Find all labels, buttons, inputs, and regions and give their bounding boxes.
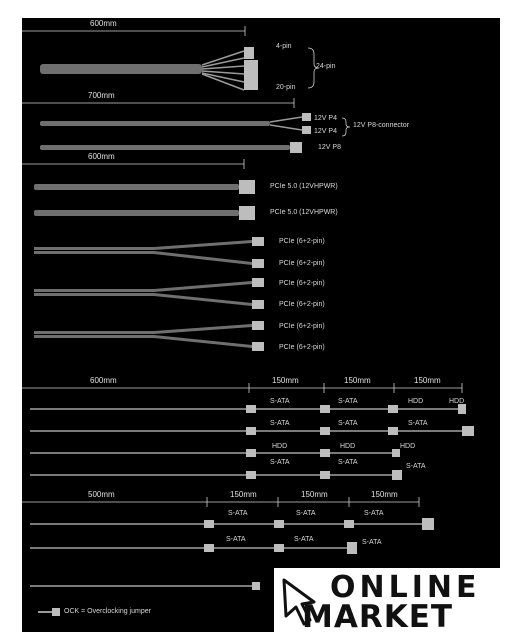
label-hdd: HDD: [400, 443, 416, 450]
label-pcie-3: PCIe (6+2-pin): [279, 280, 325, 287]
dim-500: 500mm: [88, 490, 115, 499]
label-20pin: 20-pin: [276, 84, 296, 91]
dim-150-e: 150mm: [301, 490, 328, 499]
cable-cpu-p4: [40, 113, 311, 134]
cable-pcie5: [34, 180, 255, 220]
label-4pin: 4-pin: [276, 43, 292, 50]
dim-150-a: 150mm: [272, 376, 299, 385]
dim-700-cpu: 700mm: [88, 91, 115, 100]
label-12v-p8: 12V P8: [318, 144, 341, 151]
label-sata: S-ATA: [270, 398, 290, 405]
label-12v-p8-connector: 12V P8-connector: [353, 122, 410, 129]
label-sata: S-ATA: [270, 459, 290, 466]
label-hdd: HDD: [408, 398, 424, 405]
label-sata: S-ATA: [226, 536, 246, 543]
dim-150-c: 150mm: [414, 376, 441, 385]
label-sata: S-ATA: [270, 420, 290, 427]
dim-150-f: 150mm: [371, 490, 398, 499]
label-hdd: HDD: [272, 443, 288, 450]
cursor-icon: [282, 578, 316, 626]
label-sata: S-ATA: [338, 459, 358, 466]
label-12v-p4-b: 12V P4: [314, 128, 337, 135]
label-sata: S-ATA: [362, 539, 382, 546]
ock-legend: OCK = Overclocking jumper: [64, 608, 151, 615]
label-sata: S-ATA: [338, 398, 358, 405]
label-sata: S-ATA: [294, 536, 314, 543]
dim-150-b: 150mm: [344, 376, 371, 385]
label-pcie5-1: PCIe 5.0 (12VHPWR): [270, 183, 338, 190]
label-sata: S-ATA: [364, 510, 384, 517]
label-sata: S-ATA: [296, 510, 316, 517]
dimension-lines: [22, 26, 463, 507]
cable-periph-b: [30, 518, 434, 554]
label-pcie-2: PCIe (6+2-pin): [279, 260, 325, 267]
dim-150-d: 150mm: [230, 490, 257, 499]
label-pcie-5: PCIe (6+2-pin): [279, 323, 325, 330]
label-sata: S-ATA: [408, 420, 428, 427]
label-24pin: 24-pin: [316, 63, 336, 70]
online-market-logo: ONLINE MARKET: [274, 568, 500, 632]
logo-line2: MARKET: [302, 599, 454, 632]
cable-drawing: [22, 26, 474, 616]
label-hdd: HDD: [449, 398, 465, 405]
logo-line1: ONLINE: [330, 570, 481, 605]
dim-600-pcie: 600mm: [88, 152, 115, 161]
label-sata: S-ATA: [338, 420, 358, 427]
label-pcie-1: PCIe (6+2-pin): [279, 238, 325, 245]
label-sata: S-ATA: [228, 510, 248, 517]
label-12v-p4-a: 12V P4: [314, 115, 337, 122]
dim-600-atx: 600mm: [90, 19, 117, 28]
cable-atx: [40, 47, 258, 91]
label-sata: S-ATA: [406, 463, 426, 470]
cable-cpu-p8: [40, 142, 302, 153]
cable-ock: [30, 582, 260, 616]
cable-diagram: 600mm 700mm 600mm 600mm 150mm 150mm 150m…: [22, 18, 500, 632]
label-pcie5-2: PCIe 5.0 (12VHPWR): [270, 209, 338, 216]
cable-periph-a: [30, 404, 474, 480]
label-pcie-4: PCIe (6+2-pin): [279, 301, 325, 308]
label-pcie-6: PCIe (6+2-pin): [279, 344, 325, 351]
label-hdd: HDD: [340, 443, 356, 450]
dim-600-sata: 600mm: [90, 376, 117, 385]
cable-pcie: [34, 237, 264, 351]
